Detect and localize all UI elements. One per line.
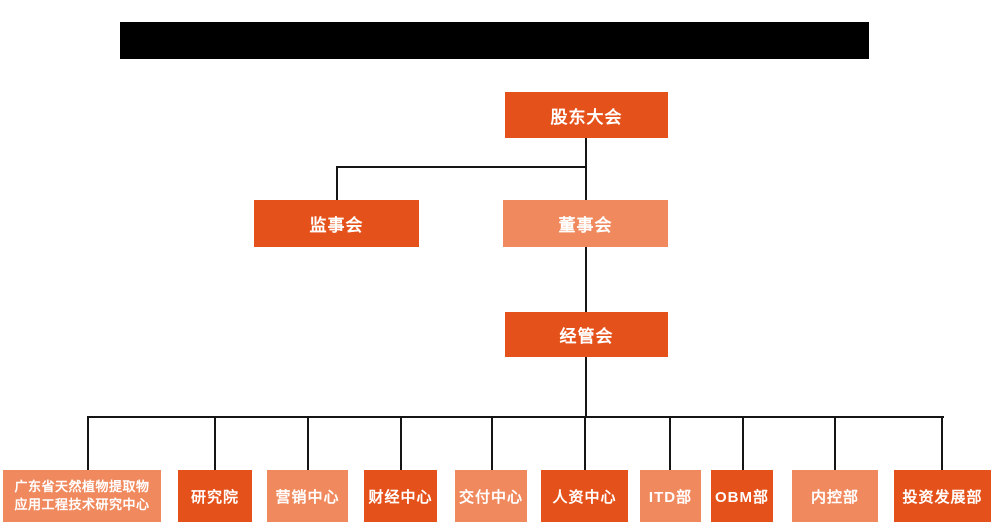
connector-shareholders-down (585, 138, 587, 200)
connector-drop-6 (584, 416, 586, 470)
connector-supervisory-drop (336, 166, 338, 200)
org-node-finance-center: 财经中心 (364, 470, 437, 522)
connector-branch-horizontal (336, 166, 587, 168)
connector-drop-9 (834, 416, 836, 470)
redacted-title-bar (120, 22, 869, 59)
connector-management-down (585, 357, 587, 417)
org-node-shareholders-meeting: 股东大会 (505, 92, 668, 138)
org-node-board-of-directors: 董事会 (503, 200, 668, 247)
connector-drop-8 (742, 416, 744, 470)
org-node-obm-dept: OBM部 (711, 470, 773, 522)
connector-drop-2 (214, 416, 216, 470)
connector-drop-7 (669, 416, 671, 470)
connector-drop-10 (941, 416, 943, 470)
org-node-supervisory-board: 监事会 (254, 200, 419, 247)
org-node-delivery-center: 交付中心 (455, 470, 527, 522)
org-node-investment-development-dept: 投资发展部 (894, 470, 991, 522)
org-node-research-institute: 研究院 (178, 470, 252, 522)
connector-drop-4 (400, 416, 402, 470)
org-node-internal-control-dept: 内控部 (792, 470, 878, 522)
org-node-guangdong-research-center: 广东省天然植物提取物应用工程技术研究中心 (3, 470, 161, 522)
connector-board-to-management (585, 247, 587, 312)
connector-drop-1 (87, 416, 89, 470)
org-node-itd-dept: ITD部 (640, 470, 701, 522)
org-node-hr-center: 人资中心 (541, 470, 628, 522)
connector-drop-3 (307, 416, 309, 470)
org-node-management-committee: 经管会 (505, 312, 668, 357)
connector-drop-5 (491, 416, 493, 470)
connector-bus-horizontal (87, 416, 944, 418)
org-node-marketing-center: 营销中心 (267, 470, 348, 522)
